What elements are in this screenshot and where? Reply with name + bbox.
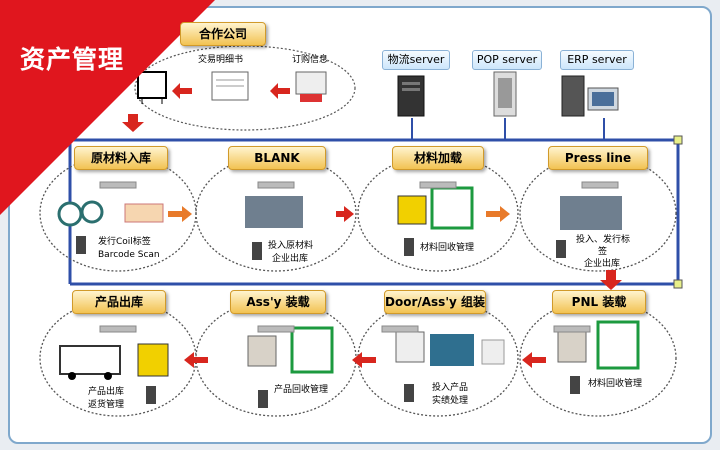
scanner-icon-5 [146,386,156,404]
assembly-icon [430,334,474,366]
scanner-icon [76,236,86,254]
printer-icon [295,71,327,102]
server-label-logistics: 物流server [382,50,450,70]
forklift-icon-2 [137,343,169,377]
arrow-left-3 [184,352,208,368]
stage-title-assy-load: Ass'y 装载 [230,290,326,314]
caption-6a: 产品回收管理 [274,385,329,395]
document-icon [211,71,249,101]
bus-node-br [673,279,683,289]
arrow-left-5 [522,352,546,368]
caption-1b: Barcode Scan [98,250,160,260]
stage-title-press-line: Press line [548,146,648,170]
caption-1a: 发行Coil标签 [98,237,151,247]
arrow-left-2 [270,83,290,99]
stage-title-blank: BLANK [228,146,326,170]
server-label-pop: POP server [472,50,542,70]
arrow-left-4 [352,352,376,368]
rack-icon [430,186,474,230]
partner-doc-right: 订购信息 [292,55,329,65]
stage-ellipse-3 [357,154,519,272]
server-tower-icon [397,75,425,117]
device-icon [481,339,505,365]
caption-4a: 投入、发行标 [576,235,631,245]
rack-icon-3 [596,320,640,370]
bus-node-tr [673,135,683,145]
server-label-erp: ERP server [560,50,634,70]
server-rack-icon [493,71,517,117]
partner-doc-left: 交易明细书 [198,55,244,65]
page-title: 资产管理 [20,45,125,74]
parts-cart-icon [395,331,425,363]
blank-machine-icon [245,196,303,228]
worker-icon [247,335,277,367]
scanner-icon-2 [252,242,262,260]
caption-5b: 返货管理 [88,400,125,410]
arrow-down-press [600,270,622,290]
caption-4c: 企业出库 [584,259,621,269]
caption-4b: 签 [598,247,608,257]
partner-ellipse [134,45,356,131]
caption-8a: 材料回收管理 [588,379,643,389]
stage-title-product-out: 产品出库 [72,290,166,314]
scanner-icon-4 [556,240,566,258]
scanner-icon-7 [404,384,414,402]
scanner-icon-3 [404,238,414,256]
caption-5a: 产品出库 [88,387,125,397]
partner-box: 合作公司 [180,22,266,46]
caption-2a: 投入原材料 [268,241,314,251]
truck-icon [59,345,121,375]
stage-title-raw-material: 原材料入库 [74,146,168,170]
caption-7a: 投入产品 [432,383,469,393]
stage-title-door-assembly: Door/Ass'y 组装 [384,290,486,314]
corner-banner [0,0,215,215]
scanner-icon-8 [570,376,580,394]
scanner-icon-6 [258,390,268,408]
worker-icon-2 [557,329,587,363]
caption-3a: 材料回收管理 [420,243,475,253]
server-desktop-icon [561,75,619,117]
caption-2b: 企业出库 [272,254,309,264]
caption-7b: 实绩处理 [432,396,469,406]
stage-title-material-load: 材料加载 [392,146,484,170]
arrow-right-2 [336,206,354,222]
press-machine-icon [560,196,622,230]
rack-icon-2 [290,326,334,374]
arrow-right-3 [486,206,510,222]
forklift-icon [397,195,427,225]
stage-title-pnl-load: PNL 装载 [552,290,646,314]
